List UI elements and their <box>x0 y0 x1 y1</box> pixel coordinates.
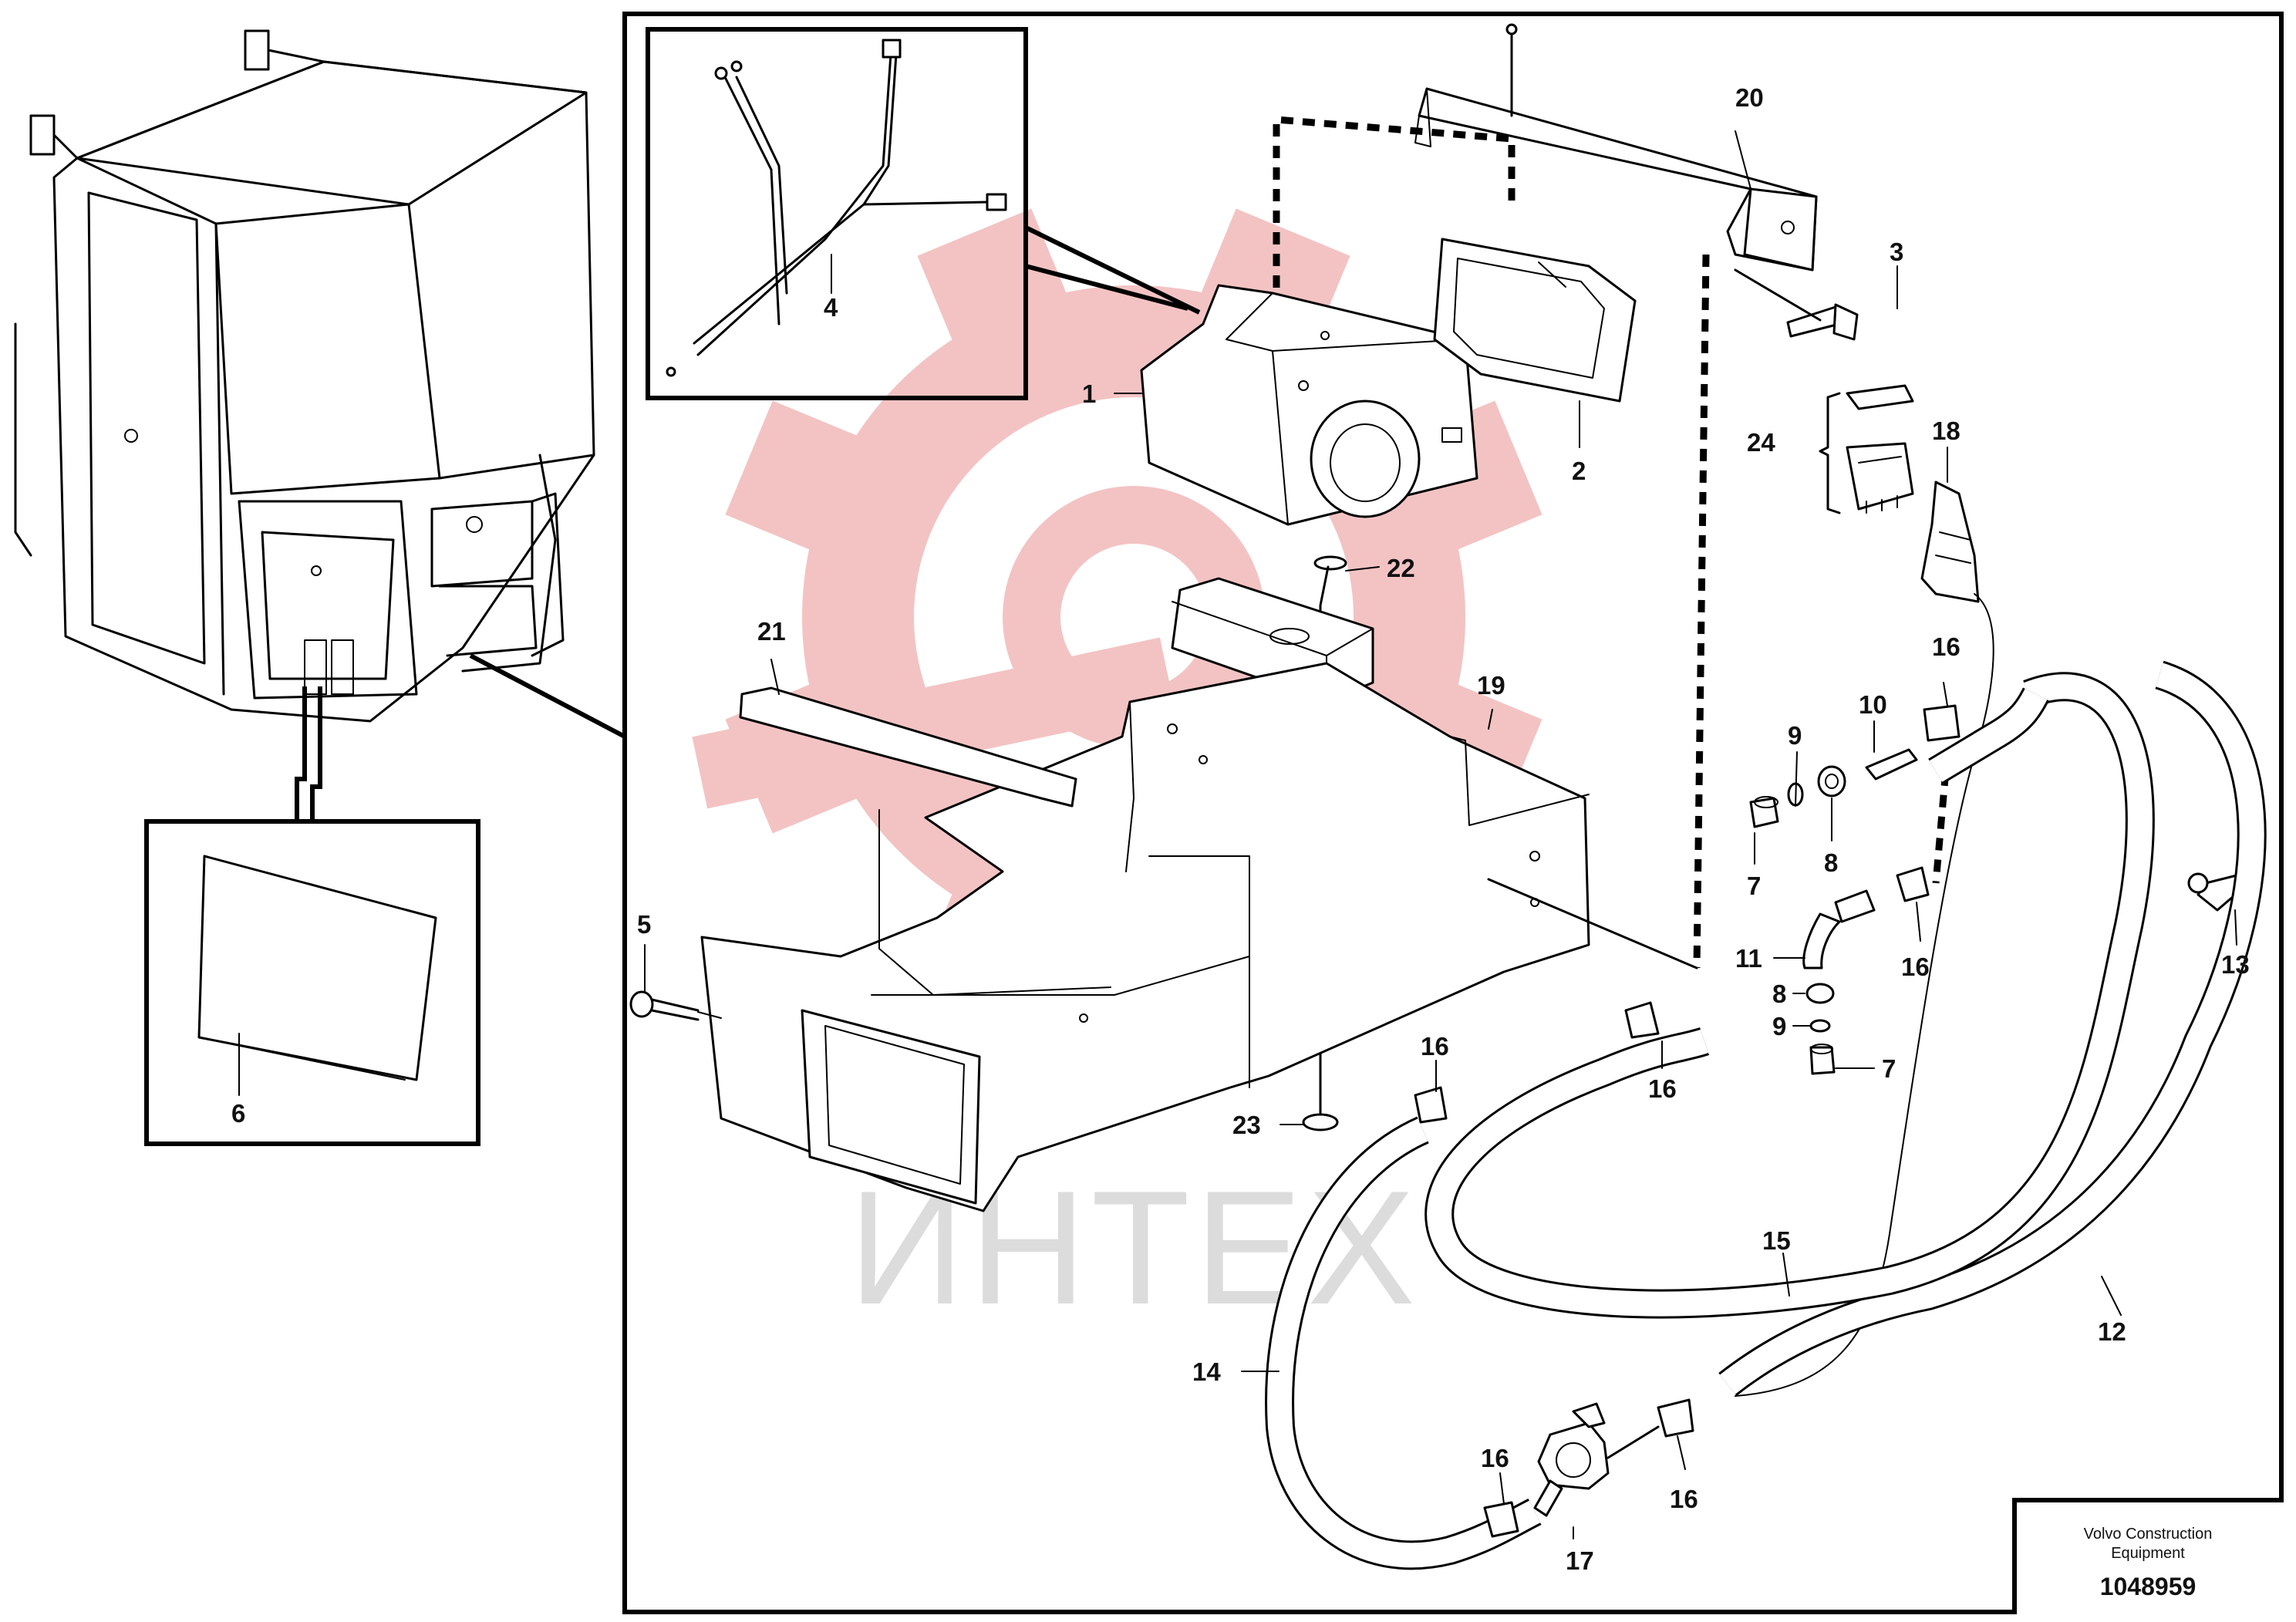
hose-clamp <box>1896 866 1930 902</box>
part-2-duct-frame <box>1433 238 1637 403</box>
part-5-bolt <box>629 990 722 1021</box>
part-7-nipple-lower <box>1809 1044 1836 1075</box>
label-18: 18 <box>1932 416 1961 445</box>
part-17-water-valve <box>1533 1402 1660 1517</box>
part-8-nut-upper <box>1817 765 1846 798</box>
label-8-lower: 8 <box>1772 980 1786 1008</box>
air-filter-pad <box>197 855 437 1081</box>
label-24: 24 <box>1747 428 1775 457</box>
part-8-nut-lower <box>1805 983 1835 1004</box>
label-16d: 16 <box>1421 1032 1449 1061</box>
label-13: 13 <box>2221 950 2250 979</box>
label-20: 20 <box>1735 83 1764 112</box>
callout-labels: 1 2 3 4 5 6 7 7 8 8 9 9 10 11 12 13 14 1… <box>231 83 2250 1575</box>
part-20-mounting-bracket <box>1414 23 1818 271</box>
label-2: 2 <box>1572 457 1586 485</box>
part-14-hose <box>1265 1116 1542 1570</box>
label-16e: 16 <box>1670 1485 1698 1513</box>
label-16c: 16 <box>1648 1074 1677 1103</box>
label-21: 21 <box>757 617 786 646</box>
label-3: 3 <box>1890 238 1903 266</box>
label-1: 1 <box>1082 379 1096 408</box>
upper-hose-stub <box>1928 687 2049 784</box>
label-7-upper: 7 <box>1747 872 1761 900</box>
part-19-housing-box <box>700 662 1698 1212</box>
label-6: 6 <box>231 1099 245 1128</box>
filter-callout-pointer <box>295 686 322 821</box>
part-12-hose <box>1718 660 2267 1396</box>
hose-clamp <box>1414 1086 1448 1124</box>
part-21-trim-strip <box>739 686 1077 808</box>
label-12: 12 <box>2098 1317 2126 1346</box>
label-15: 15 <box>1762 1226 1791 1255</box>
drawing-number: 1048959 <box>2100 1573 2197 1600</box>
part-23-washer <box>1302 1113 1339 1131</box>
label-22: 22 <box>1387 554 1415 582</box>
hose-clamp <box>1483 1501 1519 1538</box>
cab-illustration <box>14 29 595 723</box>
part-13-connector <box>2187 872 2246 912</box>
label-11: 11 <box>1735 944 1762 973</box>
part-7-nipple-upper <box>1749 796 1779 828</box>
company-name-line1: Volvo Construction <box>2084 1526 2213 1543</box>
label-8-upper: 8 <box>1824 848 1838 877</box>
footer-block: Volvo Construction Equipment 1048959 <box>2084 1526 2213 1600</box>
part-1-heater-unit <box>1140 284 1478 526</box>
label-5: 5 <box>637 910 651 939</box>
wire-harness <box>666 39 1007 377</box>
label-16b: 16 <box>1901 953 1930 981</box>
label-4: 4 <box>824 293 838 322</box>
label-19: 19 <box>1477 671 1505 700</box>
part-15-hose <box>1424 672 2155 1319</box>
label-16f: 16 <box>1481 1444 1509 1472</box>
label-10: 10 <box>1859 690 1887 719</box>
company-name-line2: Equipment <box>2111 1545 2185 1562</box>
harness-detail-box <box>646 27 1028 400</box>
hose-clamp <box>1624 1001 1660 1039</box>
part-3-bolt <box>1734 268 1859 341</box>
label-7-lower: 7 <box>1882 1054 1896 1083</box>
part-10-tube <box>1865 748 1918 781</box>
part-24-rocker-switch <box>1819 384 1914 514</box>
part-9-washer-lower <box>1809 1019 1831 1033</box>
harness-callout-pointer <box>1024 225 1201 315</box>
label-14: 14 <box>1192 1357 1221 1386</box>
dashed-line-bracket-to-box <box>1693 254 1710 969</box>
part-11-elbow <box>1802 889 1876 969</box>
label-23: 23 <box>1232 1111 1261 1139</box>
label-9-lower: 9 <box>1772 1012 1786 1040</box>
hose-clamp <box>1923 704 1961 742</box>
dashed-line-bracket-to-heater <box>1273 116 1515 293</box>
leader-lines <box>238 130 2237 1539</box>
label-17: 17 <box>1566 1546 1594 1575</box>
main-frame-border <box>622 12 2284 1614</box>
part-18-control-valve <box>1735 481 1994 1397</box>
label-9-upper: 9 <box>1788 721 1802 750</box>
cab-callout-leader <box>469 653 626 739</box>
label-16a: 16 <box>1932 632 1961 661</box>
hose-clamp <box>1657 1398 1694 1438</box>
